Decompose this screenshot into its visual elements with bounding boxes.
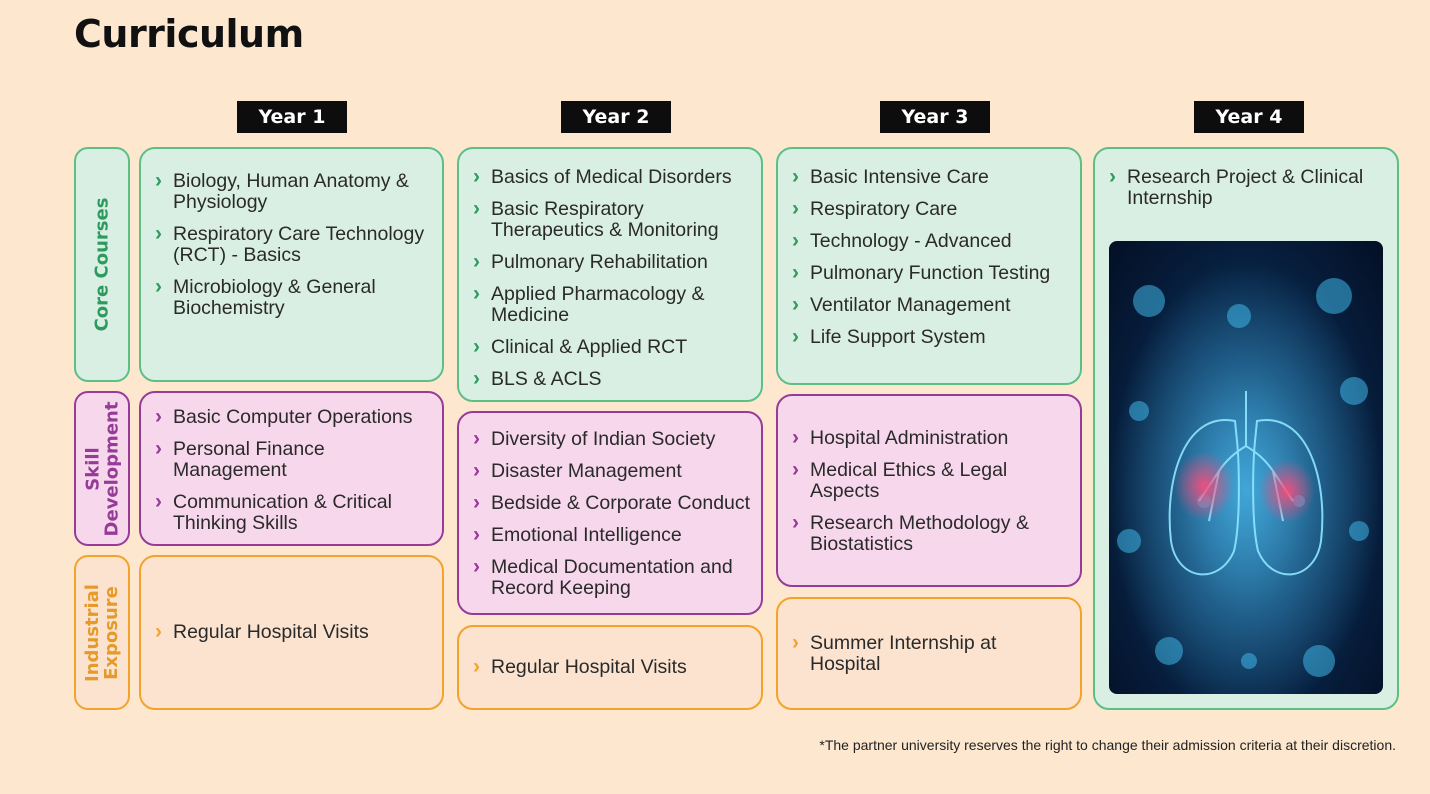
list-item: Bedside & Corporate Conduct	[471, 492, 751, 514]
list-item: Medical Documentation and Record Keeping	[471, 556, 751, 599]
list-item: Basic Computer Operations	[153, 406, 432, 428]
core-year2-list: Basics of Medical Disorders Basic Respir…	[471, 166, 751, 390]
core-year3-list: Basic Intensive Care Respiratory Care Te…	[790, 166, 1070, 348]
list-item: Ventilator Management	[790, 294, 1070, 316]
year-1-header: Year 1	[237, 101, 347, 133]
skill-year2-box: Diversity of Indian Society Disaster Man…	[457, 411, 763, 615]
industrial-year2-list: Regular Hospital Visits	[471, 656, 687, 678]
list-item: Personal Finance Management	[153, 438, 432, 481]
list-item: Microbiology & General Biochemistry	[153, 276, 432, 319]
list-item: Regular Hospital Visits	[471, 656, 687, 678]
industrial-year2-box: Regular Hospital Visits	[457, 625, 763, 710]
row-label-industrial-line1: Industrial	[82, 583, 103, 682]
list-item: Pulmonary Rehabilitation	[471, 251, 751, 273]
skill-year3-list: Hospital Administration Medical Ethics &…	[790, 427, 1070, 555]
list-item: Respiratory Care	[790, 198, 1070, 220]
list-item: Biology, Human Anatomy & Physiology	[153, 170, 432, 213]
row-label-core-courses: Core Courses	[74, 147, 130, 382]
core-year1-box: Biology, Human Anatomy & Physiology Resp…	[139, 147, 444, 382]
list-item: Technology - Advanced	[790, 230, 1070, 252]
list-item: Communication & Critical Thinking Skills	[153, 491, 432, 534]
core-year1-list: Biology, Human Anatomy & Physiology Resp…	[153, 170, 432, 319]
core-year4-list: Research Project & Clinical Internship	[1107, 166, 1387, 209]
list-item: Pulmonary Function Testing	[790, 262, 1070, 284]
list-item: Summer Internship at Hospital	[790, 632, 1070, 675]
skill-year2-list: Diversity of Indian Society Disaster Man…	[471, 428, 751, 599]
disclaimer-note: *The partner university reserves the rig…	[819, 737, 1396, 753]
core-year3-box: Basic Intensive Care Respiratory Care Te…	[776, 147, 1082, 385]
list-item: Clinical & Applied RCT	[471, 336, 751, 358]
skill-year3-box: Hospital Administration Medical Ethics &…	[776, 394, 1082, 587]
list-item: Applied Pharmacology & Medicine	[471, 283, 751, 326]
core-year2-box: Basics of Medical Disorders Basic Respir…	[457, 147, 763, 402]
list-item: Respiratory Care Technology (RCT) - Basi…	[153, 223, 432, 266]
list-item: Basic Intensive Care	[790, 166, 1070, 188]
lungs-virus-illustration	[1109, 241, 1383, 694]
industrial-year1-list: Regular Hospital Visits	[153, 621, 369, 643]
page-title: Curriculum	[74, 12, 304, 56]
list-item: Life Support System	[790, 326, 1070, 348]
row-label-skill-line1: Skill	[82, 446, 103, 491]
row-label-core-text: Core Courses	[91, 197, 113, 332]
skill-year1-list: Basic Computer Operations Personal Finan…	[153, 406, 432, 534]
list-item: Hospital Administration	[790, 427, 1070, 449]
list-item: Basic Respiratory Therapeutics & Monitor…	[471, 198, 751, 241]
list-item: BLS & ACLS	[471, 368, 751, 390]
list-item: Disaster Management	[471, 460, 751, 482]
list-item: Diversity of Indian Society	[471, 428, 751, 450]
industrial-year3-box: Summer Internship at Hospital	[776, 597, 1082, 710]
list-item: Emotional Intelligence	[471, 524, 751, 546]
list-item: Basics of Medical Disorders	[471, 166, 751, 188]
industrial-year1-box: Regular Hospital Visits	[139, 555, 444, 710]
row-label-skill-line2: Development	[101, 401, 122, 536]
list-item: Regular Hospital Visits	[153, 621, 369, 643]
skill-year1-box: Basic Computer Operations Personal Finan…	[139, 391, 444, 546]
list-item: Medical Ethics & Legal Aspects	[790, 459, 1070, 502]
year-3-header: Year 3	[880, 101, 990, 133]
lungs-icon	[1109, 241, 1383, 694]
list-item: Research Methodology & Biostatistics	[790, 512, 1070, 555]
industrial-year3-list: Summer Internship at Hospital	[790, 632, 1070, 675]
list-item: Research Project & Clinical Internship	[1107, 166, 1387, 209]
row-label-industrial-line2: Exposure	[101, 585, 122, 680]
year-2-header: Year 2	[561, 101, 671, 133]
year-4-header: Year 4	[1194, 101, 1304, 133]
